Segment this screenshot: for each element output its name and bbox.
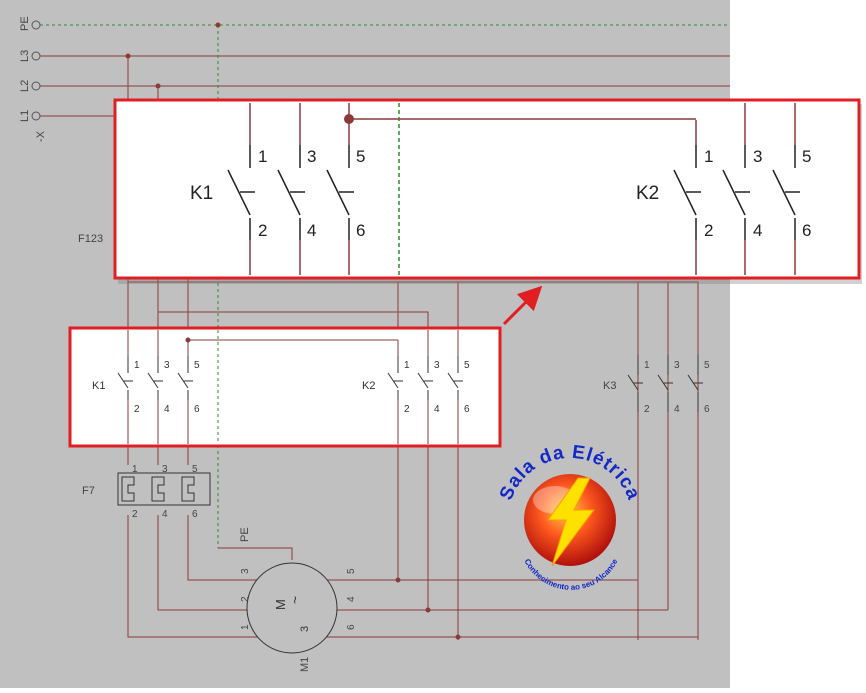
- f7-terminal: 1: [132, 464, 138, 475]
- k1-terminal: 5: [194, 360, 200, 371]
- k1-terminal-zoomed: 1: [258, 147, 267, 166]
- k2-terminal-zoomed: 4: [753, 221, 762, 240]
- terminal-pe: [31, 20, 41, 30]
- motor-letter: M: [273, 599, 288, 610]
- motor-terminal: 6: [346, 624, 357, 630]
- motor-phases: 3: [299, 626, 311, 632]
- k1-terminal-zoomed: 6: [356, 221, 365, 240]
- k1-label: K1: [190, 183, 213, 204]
- zoom-arrow: [502, 285, 543, 326]
- k3-terminal: 1: [644, 360, 650, 371]
- fuse-label: F123: [78, 233, 103, 245]
- k1-terminal-zoomed: 4: [307, 221, 316, 240]
- f7-terminal: 2: [132, 509, 138, 520]
- k3-terminal: 6: [704, 404, 710, 415]
- k1-terminal-zoomed: 5: [356, 147, 365, 166]
- k3-terminal: 3: [674, 360, 680, 371]
- k2-terminal-zoomed: 6: [802, 221, 811, 240]
- supply-bus: PE L3 L2 L1 -X: [19, 16, 730, 142]
- terminal-block-label: -X: [35, 130, 47, 142]
- k2-terminal: 2: [404, 404, 410, 415]
- k1-terminal: 4: [164, 404, 170, 415]
- f7-terminal: 3: [162, 464, 168, 475]
- f7-terminal: 5: [192, 464, 198, 475]
- k1-terminal-zoomed: 3: [307, 147, 316, 166]
- k3-label: K3: [603, 380, 616, 392]
- line-label-l2: L2: [19, 80, 31, 92]
- terminal-l3: [31, 51, 41, 61]
- motor-symbol: [246, 562, 338, 654]
- motor-m1: M ~ 3 M1 PE 3 2 1 5 4 6: [239, 527, 357, 672]
- f7-terminal: 4: [162, 509, 168, 520]
- motor-pe-label: PE: [239, 527, 251, 542]
- terminal-l1: [31, 111, 41, 121]
- line-label-l3: L3: [19, 50, 31, 62]
- k2-terminal-zoomed: 5: [802, 147, 811, 166]
- motor-terminal: 4: [346, 596, 357, 602]
- motor-terminal: 3: [240, 568, 251, 574]
- motor-label: M1: [299, 657, 311, 672]
- k1-terminal: 6: [194, 404, 200, 415]
- highlight-frame-small: K1 K2 1 3 5 2 4 6 1 3 5 2 4 6: [68, 326, 502, 448]
- line-label-l1: L1: [19, 110, 31, 122]
- k2-terminal: 1: [404, 360, 410, 371]
- k3-terminal: 2: [644, 404, 650, 415]
- k2-terminal-zoomed: 2: [704, 221, 713, 240]
- k2-terminal: 3: [434, 360, 440, 371]
- f7-label: F7: [82, 485, 95, 497]
- k1-terminal: 3: [164, 360, 170, 371]
- line-label-pe: PE: [19, 16, 31, 31]
- motor-terminal: 5: [346, 568, 357, 574]
- highlight-frame-zoomed: K1 K2 1 3 5 2 4 6 1 3 5 2 4 6: [113, 98, 862, 284]
- k2-terminal-zoomed: 1: [704, 147, 713, 166]
- motor-terminal: 2: [240, 596, 251, 602]
- k2-terminal: 6: [464, 404, 470, 415]
- k1-terminal: 2: [134, 404, 140, 415]
- overload-relay-f7: F7 1 3 5 2 4 6: [82, 464, 211, 520]
- motor-terminal: 1: [240, 624, 251, 630]
- k2-label-small: K2: [362, 380, 375, 392]
- k2-terminal: 4: [434, 404, 440, 415]
- k3-terminal: 5: [704, 360, 710, 371]
- k1-terminal-zoomed: 2: [258, 221, 267, 240]
- motor-tilde: ~: [287, 596, 303, 604]
- k1-label-small: K1: [92, 380, 105, 392]
- f7-terminal: 6: [192, 509, 198, 520]
- k2-terminal-zoomed: 3: [753, 147, 762, 166]
- k1-terminal: 1: [134, 360, 140, 371]
- lightning-bolt-icon: [547, 477, 595, 567]
- contactor-k3: K3 1 3 5 2 4 6: [603, 355, 710, 415]
- k2-label: K2: [636, 183, 659, 204]
- terminal-l2: [31, 81, 41, 91]
- k3-terminal: 4: [674, 404, 680, 415]
- k2-terminal: 5: [464, 360, 470, 371]
